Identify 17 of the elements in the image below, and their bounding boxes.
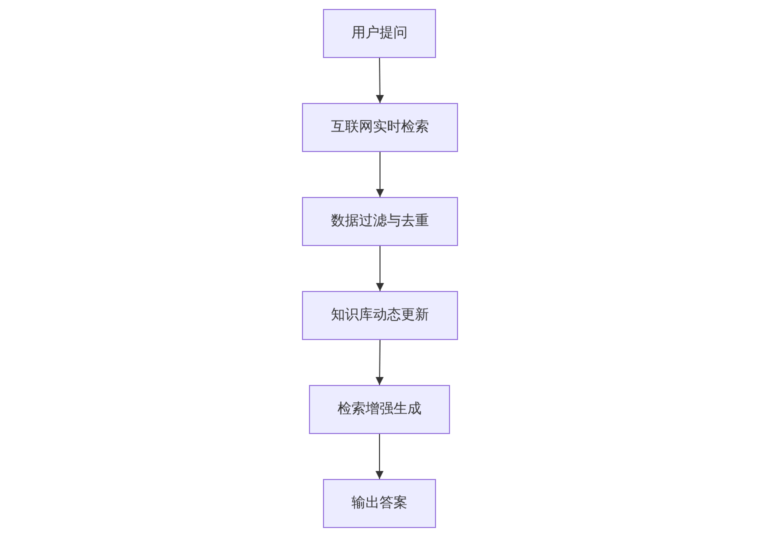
node-label: 输出答案 [352,494,408,513]
process-box [302,103,458,152]
process-box [323,9,436,58]
process-box [309,385,450,434]
process-box [302,291,458,340]
node-label: 互联网实时检索 [331,118,429,137]
node-label: 知识库动态更新 [331,306,429,325]
node-label: 检索增强生成 [338,400,422,419]
node-label: 数据过滤与去重 [331,212,429,231]
process-box [302,197,458,246]
arrow [376,58,384,104]
arrow [376,246,384,292]
arrow [376,434,384,480]
arrow [376,340,384,386]
node-label: 用户提问 [352,24,408,43]
process-box [323,479,436,528]
arrow [376,152,384,198]
